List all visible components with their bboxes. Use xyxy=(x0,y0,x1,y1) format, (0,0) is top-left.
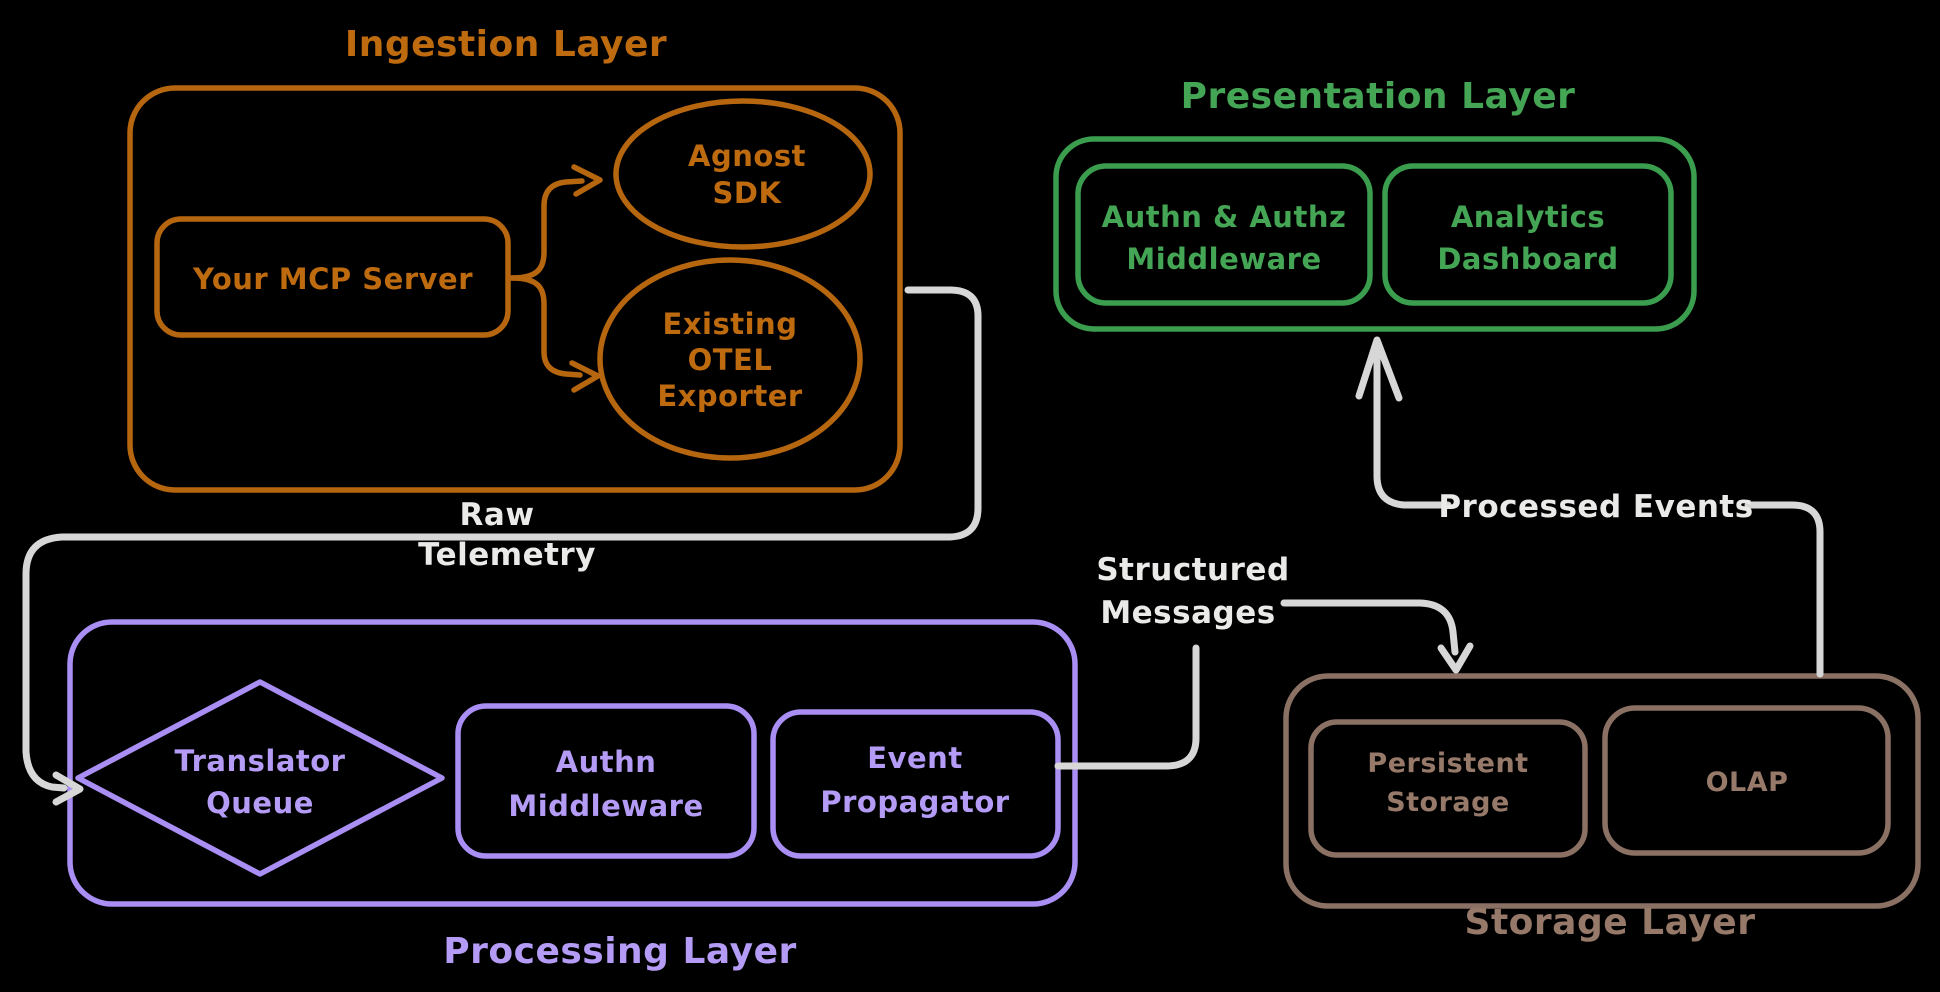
event-propagator-node xyxy=(770,709,1061,859)
persistent-storage-label-line2: Storage xyxy=(1386,787,1510,818)
authn-authz-label-line2: Middleware xyxy=(1126,242,1321,276)
persistent-storage-node xyxy=(1308,719,1588,858)
authn-authz-label-line1: Authn & Authz xyxy=(1102,200,1347,234)
processed-events-arrowhead xyxy=(1355,336,1403,402)
translator-queue-node xyxy=(75,679,445,877)
mcp-server-label: Your MCP Server xyxy=(192,262,473,296)
analytics-dashboard-node xyxy=(1382,163,1674,306)
processed-events-edge-segment1 xyxy=(1744,501,1824,678)
ingestion-layer: Ingestion Layer Your MCP Server Agnost S… xyxy=(127,24,903,493)
analytics-label-line1: Analytics xyxy=(1451,200,1605,234)
raw-telemetry-arrowhead xyxy=(52,771,84,806)
storage-layer-box xyxy=(1283,673,1921,909)
event-propagator-label-line1: Event xyxy=(867,741,962,775)
mcp-to-agnost-arrow xyxy=(509,178,585,281)
storage-layer-title: Storage Layer xyxy=(1465,902,1756,943)
authn-authz-middleware-node xyxy=(1075,163,1373,306)
otel-exporter-label-line3: Exporter xyxy=(657,379,803,413)
processing-layer-title: Processing Layer xyxy=(443,931,797,972)
event-propagator-label-line2: Propagator xyxy=(820,785,1009,819)
raw-telemetry-label-line2: Telemetry xyxy=(418,537,596,573)
authn-middleware-node xyxy=(455,703,757,859)
edges: Raw Telemetry Structured Messages Proces… xyxy=(22,286,1824,806)
agnost-sdk-node xyxy=(613,98,873,250)
agnost-sdk-label-line1: Agnost xyxy=(688,139,806,173)
presentation-layer-title: Presentation Layer xyxy=(1181,76,1576,117)
persistent-storage-label-line1: Persistent xyxy=(1367,748,1528,779)
structured-messages-label-line2: Messages xyxy=(1100,595,1275,631)
raw-telemetry-edge xyxy=(22,286,982,792)
otel-exporter-node xyxy=(597,257,863,461)
translator-queue-label-line2: Queue xyxy=(206,786,314,820)
storage-layer: Storage Layer Persistent Storage OLAP xyxy=(1283,673,1921,943)
olap-label: OLAP xyxy=(1706,767,1789,798)
agnost-sdk-label-line2: SDK xyxy=(713,176,783,210)
structured-messages-edge-segment2 xyxy=(1280,599,1459,656)
ingestion-layer-box xyxy=(127,85,903,493)
presentation-layer: Presentation Layer Authn & Authz Middlew… xyxy=(1053,76,1697,332)
mcp-to-otel-arrowhead xyxy=(569,360,601,393)
structured-messages-label-line1: Structured xyxy=(1096,552,1289,588)
analytics-label-line2: Dashboard xyxy=(1437,242,1618,276)
processed-events-label: Processed Events xyxy=(1438,489,1753,525)
ingestion-layer-title: Ingestion Layer xyxy=(345,24,667,65)
structured-messages-edge-segment1 xyxy=(1054,644,1200,770)
translator-queue-label-line1: Translator xyxy=(175,744,346,778)
mcp-to-agnost-arrowhead xyxy=(571,164,603,197)
mcp-to-otel-arrow xyxy=(509,275,583,378)
raw-telemetry-label-line1: Raw xyxy=(460,497,535,533)
mcp-server-node xyxy=(154,216,511,338)
authn-middleware-label-line1: Authn xyxy=(556,745,657,779)
processing-layer: Processing Layer Translator Queue Authn … xyxy=(67,619,1078,972)
olap-node xyxy=(1602,705,1891,856)
presentation-layer-box xyxy=(1053,136,1697,332)
otel-exporter-label-line1: Existing xyxy=(663,307,798,341)
processed-events-edge-segment2 xyxy=(1373,350,1452,509)
authn-middleware-label-line2: Middleware xyxy=(508,789,703,823)
otel-exporter-label-line2: OTEL xyxy=(688,343,773,377)
structured-messages-arrowhead xyxy=(1437,642,1474,674)
